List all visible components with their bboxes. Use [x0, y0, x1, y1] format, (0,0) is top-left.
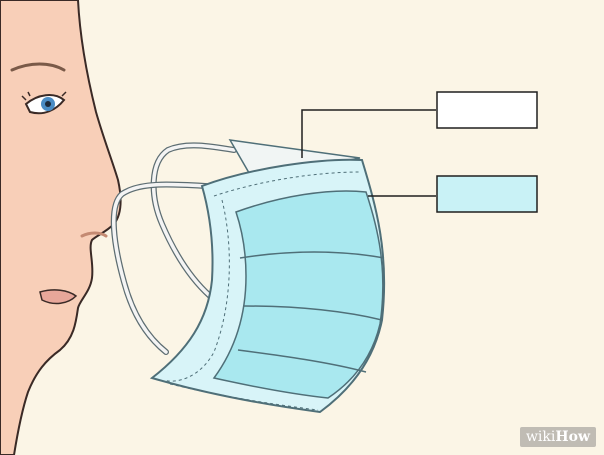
mask-pleat-1: [239, 251, 385, 259]
watermark-wiki: wiki: [525, 429, 556, 445]
mask-stitching-top: [213, 171, 361, 197]
ear-loops: [110, 142, 237, 355]
mask-pleat-3: [237, 349, 367, 373]
nostril: [80, 231, 108, 238]
face-mask: [149, 139, 386, 414]
callout-blue-side: [368, 175, 538, 213]
face-profile: [0, 0, 122, 455]
face-skin: [0, 0, 122, 455]
mask-stitching-left: [163, 199, 230, 382]
callout-nose-wire: [301, 91, 538, 158]
ear-loop-lower-fill: [112, 182, 208, 354]
mask-inner: [212, 190, 384, 399]
eye-pupil: [45, 101, 51, 107]
watermark-how: How: [555, 429, 590, 445]
label-box-blue: [436, 175, 538, 213]
label-box-white: [436, 91, 538, 129]
eyebrow: [10, 62, 66, 72]
lips: [39, 289, 78, 305]
mask-stitching-bottom: [169, 383, 319, 411]
mask-pleat-2: [243, 305, 383, 321]
wikihow-watermark: wikiHow: [519, 427, 596, 447]
leader-line-white: [301, 109, 436, 158]
eyelashes: [21, 91, 67, 101]
